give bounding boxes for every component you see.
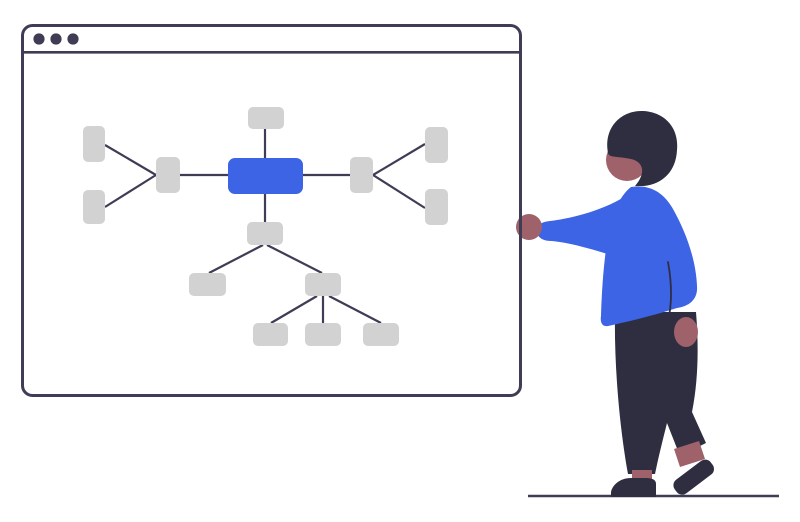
mindmap-node-left-outer-bottom — [83, 190, 105, 224]
person-back-shoe — [673, 459, 714, 495]
mindmap-node-right-outer-top — [425, 127, 448, 163]
mindmap-node-below-center — [247, 222, 283, 245]
browser-window-frame — [21, 24, 522, 397]
browser-window — [21, 24, 522, 397]
mindmap-node-leaf-left — [253, 323, 288, 346]
person-jacket-crease — [667, 261, 672, 322]
mindmap-node-right-outer-bottom — [425, 189, 448, 225]
person-front-shoe — [611, 478, 656, 497]
connector-leaf-right — [328, 295, 382, 324]
connector-child-right — [266, 244, 323, 274]
titlebar-dot-icon — [33, 33, 45, 45]
mindmap-node-leaf-right — [363, 323, 399, 346]
mindmap-node-top — [248, 107, 284, 129]
mindmap-node-leaf-middle — [305, 323, 341, 346]
person-back-ankle — [674, 441, 705, 467]
person-legs — [614, 312, 706, 474]
person-jacket — [600, 186, 698, 327]
titlebar-dot-icon — [67, 33, 79, 45]
mindmap-node-left-hub — [156, 157, 180, 193]
mindmap-node-left-outer-top — [83, 126, 105, 162]
mindmap-connectors — [104, 129, 426, 324]
connector-child-left — [208, 244, 264, 274]
person-right-hand — [516, 214, 542, 240]
mindmap-node-child-right — [305, 273, 341, 296]
connector-leaf-left — [270, 295, 318, 324]
mindmap-node-child-left — [189, 273, 226, 296]
mindmap-node-center — [228, 158, 303, 194]
person-illustration — [516, 110, 714, 497]
titlebar-dot-icon — [50, 33, 62, 45]
connector-right-fan-bottom — [372, 174, 426, 209]
connector-left-fan-bottom — [104, 174, 157, 208]
connector-right-fan-top — [372, 143, 426, 176]
person-left-hand — [674, 317, 698, 347]
person-hair — [607, 110, 678, 186]
person-right-arm — [536, 197, 624, 259]
mindmap-gray-nodes — [83, 107, 448, 346]
connector-left-fan-top — [104, 144, 157, 176]
mindmap-diagram — [83, 107, 448, 346]
mindmap-node-right-hub — [350, 157, 373, 193]
